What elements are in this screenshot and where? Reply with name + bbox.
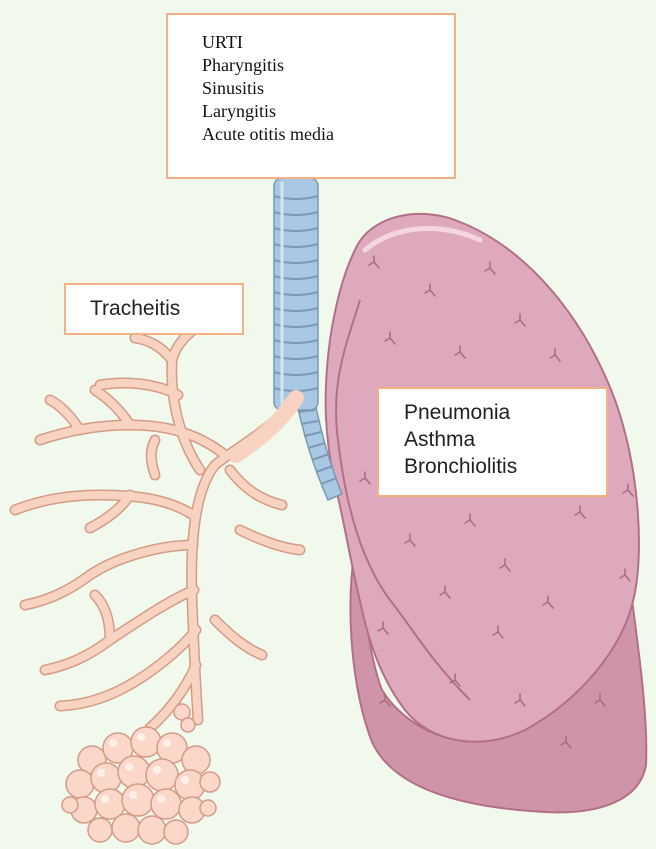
lung <box>326 214 647 812</box>
bronchial-tree <box>15 328 300 728</box>
upper-respiratory-box: URTI Pharyngitis Sinusitis Laryngitis Ac… <box>166 13 456 179</box>
trachea <box>274 178 318 410</box>
upper-condition-2: Pharyngitis <box>202 54 454 77</box>
upper-condition-1: URTI <box>202 31 454 54</box>
upper-condition-5: Acute otitis media <box>202 123 454 146</box>
trachea-condition: Tracheitis <box>90 297 180 320</box>
lower-condition-1: Pneumonia <box>404 399 606 426</box>
upper-condition-4: Laryngitis <box>202 100 454 123</box>
upper-condition-3: Sinusitis <box>202 77 454 100</box>
lower-respiratory-box: Pneumonia Asthma Bronchiolitis <box>377 387 608 497</box>
trachea-box: Tracheitis <box>64 283 244 335</box>
lower-condition-2: Asthma <box>404 426 606 453</box>
lower-condition-3: Bronchiolitis <box>404 453 606 480</box>
